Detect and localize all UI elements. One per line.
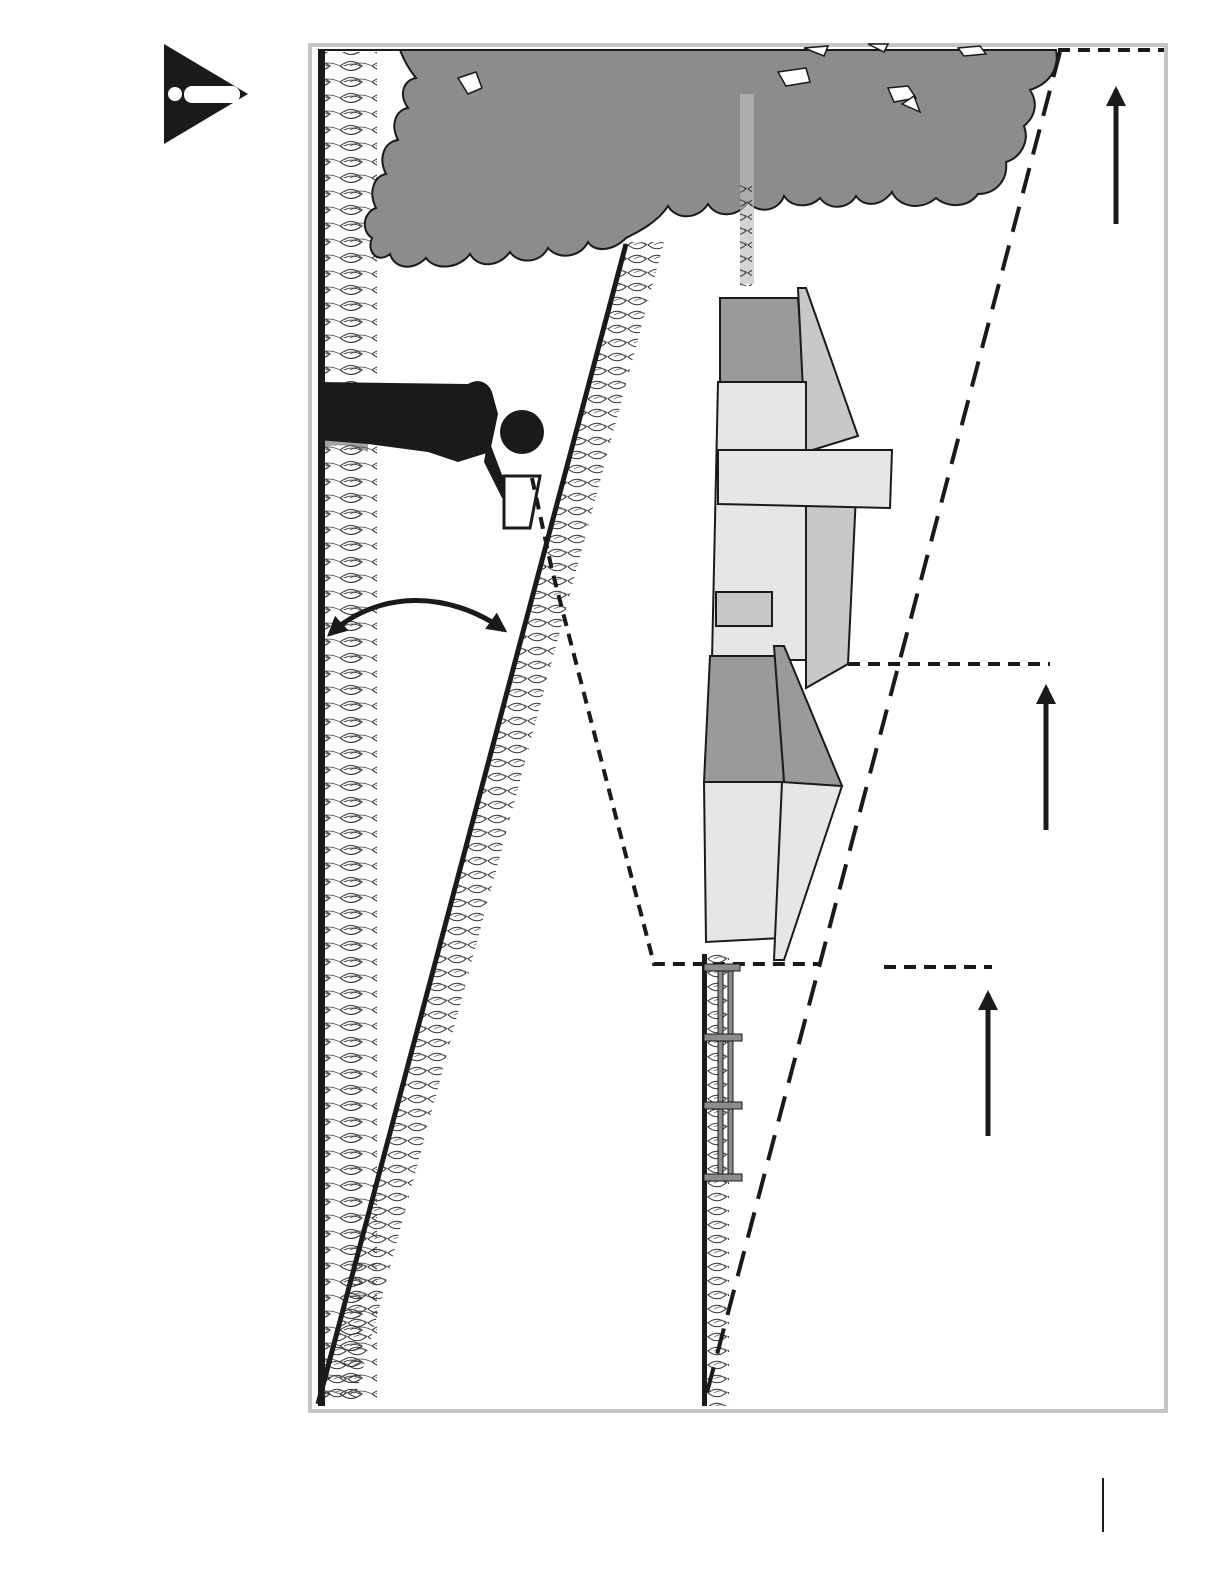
safety-diagram [308, 42, 1170, 1414]
window [716, 592, 772, 626]
warning-icon [160, 42, 252, 146]
fence-post-2 [704, 1034, 742, 1041]
ground-strip [318, 50, 325, 1406]
page-number-rule [1102, 1478, 1104, 1532]
fence-post-4 [704, 1174, 742, 1181]
building-front-lower [704, 782, 782, 942]
building-roof-lower [704, 656, 784, 782]
tree-ground-grass [740, 182, 752, 286]
fence-rail-b [728, 966, 733, 1180]
building-roof-upper [720, 298, 804, 382]
fence-rail-a [718, 966, 723, 1180]
fence-post-1 [704, 964, 740, 971]
ground-grass [325, 52, 377, 1404]
person-head [500, 410, 544, 454]
chimney [718, 450, 892, 508]
exclamation-dot [168, 87, 182, 101]
fence-post-3 [704, 1102, 742, 1109]
exclamation-bar [184, 86, 240, 103]
